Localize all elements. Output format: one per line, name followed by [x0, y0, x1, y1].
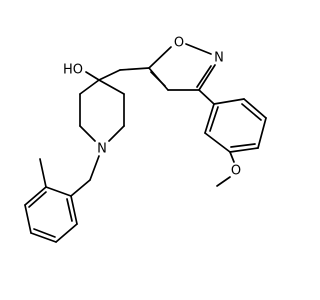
- bond: [45, 186, 72, 197]
- bond: [198, 89, 215, 105]
- bond: [204, 132, 231, 153]
- bond: [229, 151, 235, 163]
- bond: [241, 103, 262, 121]
- bond: [39, 158, 47, 188]
- bond: [79, 125, 96, 142]
- bond: [216, 176, 231, 187]
- bond: [66, 198, 73, 222]
- bond: [230, 143, 256, 148]
- bond: [108, 125, 125, 142]
- bond: [24, 186, 47, 206]
- bond: [257, 117, 267, 149]
- bond: [70, 179, 91, 197]
- bond: [33, 228, 56, 238]
- bond: [30, 232, 57, 243]
- bond: [229, 147, 259, 153]
- isoxazole-oxygen-label: O: [174, 36, 184, 51]
- bond: [209, 106, 219, 132]
- bond: [24, 204, 32, 234]
- methoxy-oxygen-label: O: [231, 164, 241, 179]
- bond: [70, 195, 78, 225]
- bond: [243, 98, 267, 119]
- bond: [89, 155, 100, 181]
- bond: [79, 79, 100, 95]
- bond: [148, 46, 172, 69]
- bond: [196, 65, 212, 88]
- bond: [85, 71, 100, 81]
- bond: [213, 98, 245, 105]
- bond: [98, 69, 121, 81]
- bond: [98, 79, 125, 95]
- bond: [28, 191, 47, 208]
- bond: [198, 64, 216, 91]
- bond: [185, 43, 212, 55]
- piperidine-nitrogen-label: N: [97, 142, 107, 157]
- isoxazole-nitrogen-label: N: [214, 51, 224, 66]
- bond: [55, 223, 78, 243]
- hydroxyl-label: HO: [63, 63, 83, 78]
- bond: [150, 71, 166, 87]
- molecule-structure: HO O N N O: [24, 36, 267, 243]
- bond: [204, 103, 215, 134]
- bond: [119, 67, 150, 71]
